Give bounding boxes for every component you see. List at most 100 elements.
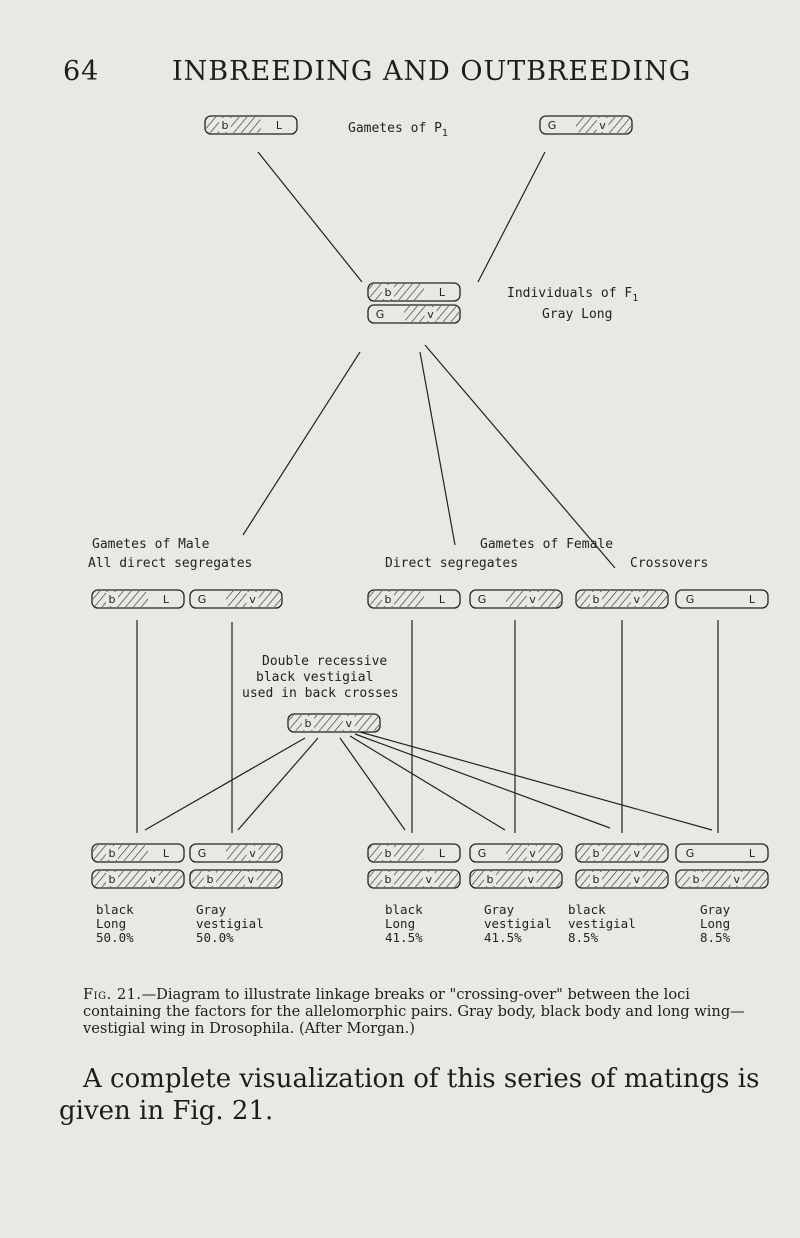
- svg-text:v: v: [633, 593, 640, 606]
- svg-text:v: v: [249, 847, 256, 860]
- offspring-2-line2: vestigial: [196, 916, 264, 931]
- svg-text:G: G: [376, 308, 385, 321]
- svg-text:b: b: [593, 847, 600, 860]
- svg-text:b: b: [385, 593, 392, 606]
- svg-text:b: b: [385, 847, 392, 860]
- svg-text:G: G: [548, 119, 557, 132]
- svg-text:L: L: [163, 847, 170, 860]
- svg-text:v: v: [247, 873, 254, 886]
- paragraph-line-2: given in Fig. 21.: [59, 1096, 274, 1126]
- svg-text:L: L: [439, 593, 446, 606]
- svg-text:G: G: [686, 847, 695, 860]
- offspring-4-line1: Gray: [484, 902, 515, 917]
- offspring-6-line1: Gray: [700, 902, 731, 917]
- double-recessive-line3: used in back crosses: [242, 686, 399, 701]
- svg-text:b: b: [109, 593, 116, 606]
- offspring-4-percent: 41.5%: [484, 930, 522, 945]
- offspring-6-line2: Long: [700, 916, 730, 931]
- all-direct-segregates-label: All direct segregates: [88, 556, 252, 571]
- offspring-4-line2: vestigial: [484, 916, 552, 931]
- svg-text:v: v: [529, 593, 536, 606]
- svg-text:v: v: [425, 873, 432, 886]
- individuals-f1-label: Individuals of F1: [507, 286, 638, 304]
- svg-text:L: L: [439, 847, 446, 860]
- offspring-5-line1: black: [568, 902, 606, 917]
- running-title: INBREEDING AND OUTBREEDING: [172, 56, 692, 87]
- svg-text:b: b: [222, 119, 229, 132]
- svg-text:v: v: [527, 873, 534, 886]
- svg-text:b: b: [305, 717, 312, 730]
- offspring-3-line2: Long: [385, 916, 415, 931]
- svg-text:b: b: [207, 873, 214, 886]
- svg-text:b: b: [109, 847, 116, 860]
- svg-text:b: b: [385, 873, 392, 886]
- svg-text:b: b: [487, 873, 494, 886]
- offspring-1-line1: black: [96, 902, 134, 917]
- body-paragraph: A complete visualization of this series …: [59, 1063, 773, 1127]
- svg-text:v: v: [427, 308, 434, 321]
- offspring-3-line1: black: [385, 902, 423, 917]
- svg-text:v: v: [345, 717, 352, 730]
- figure-caption: Fig. 21.—Diagram to illustrate linkage b…: [83, 986, 763, 1037]
- svg-text:v: v: [149, 873, 156, 886]
- offspring-2-percent: 50.0%: [196, 930, 234, 945]
- svg-text:v: v: [733, 873, 740, 886]
- direct-segregates-label: Direct segregates: [385, 556, 518, 571]
- svg-text:v: v: [529, 847, 536, 860]
- figure-label: Fig. 21.: [83, 986, 142, 1003]
- svg-text:v: v: [633, 873, 640, 886]
- svg-text:L: L: [163, 593, 170, 606]
- svg-text:G: G: [478, 593, 487, 606]
- svg-text:G: G: [686, 593, 695, 606]
- svg-text:G: G: [198, 847, 207, 860]
- svg-text:b: b: [109, 873, 116, 886]
- gametes-male-label: Gametes of Male: [92, 537, 210, 552]
- double-recessive-line1: Double recessive: [262, 654, 387, 669]
- offspring-5-percent: 8.5%: [568, 930, 599, 945]
- offspring-5-line2: vestigial: [568, 916, 636, 931]
- paragraph-line-1: A complete visualization of this series …: [83, 1064, 760, 1094]
- offspring-6-percent: 8.5%: [700, 930, 731, 945]
- svg-text:v: v: [249, 593, 256, 606]
- svg-text:v: v: [599, 119, 606, 132]
- svg-text:L: L: [749, 847, 756, 860]
- offspring-2-line1: Gray: [196, 902, 227, 917]
- gametes-p1-label: Gametes of P1: [348, 121, 448, 139]
- svg-text:L: L: [439, 286, 446, 299]
- svg-text:L: L: [276, 119, 283, 132]
- svg-text:G: G: [478, 847, 487, 860]
- svg-text:G: G: [198, 593, 207, 606]
- connector-lines: [136, 151, 719, 833]
- caption-text: —Diagram to illustrate linkage breaks or…: [83, 986, 745, 1037]
- individuals-f1-phenotype: Gray Long: [542, 307, 612, 322]
- svg-text:b: b: [593, 593, 600, 606]
- svg-text:L: L: [749, 593, 756, 606]
- offspring-3-percent: 41.5%: [385, 930, 423, 945]
- offspring-1-line2: Long: [96, 916, 126, 931]
- page-header: 64 INBREEDING AND OUTBREEDING: [0, 56, 800, 96]
- gametes-female-label: Gametes of Female: [480, 537, 613, 552]
- svg-text:b: b: [593, 873, 600, 886]
